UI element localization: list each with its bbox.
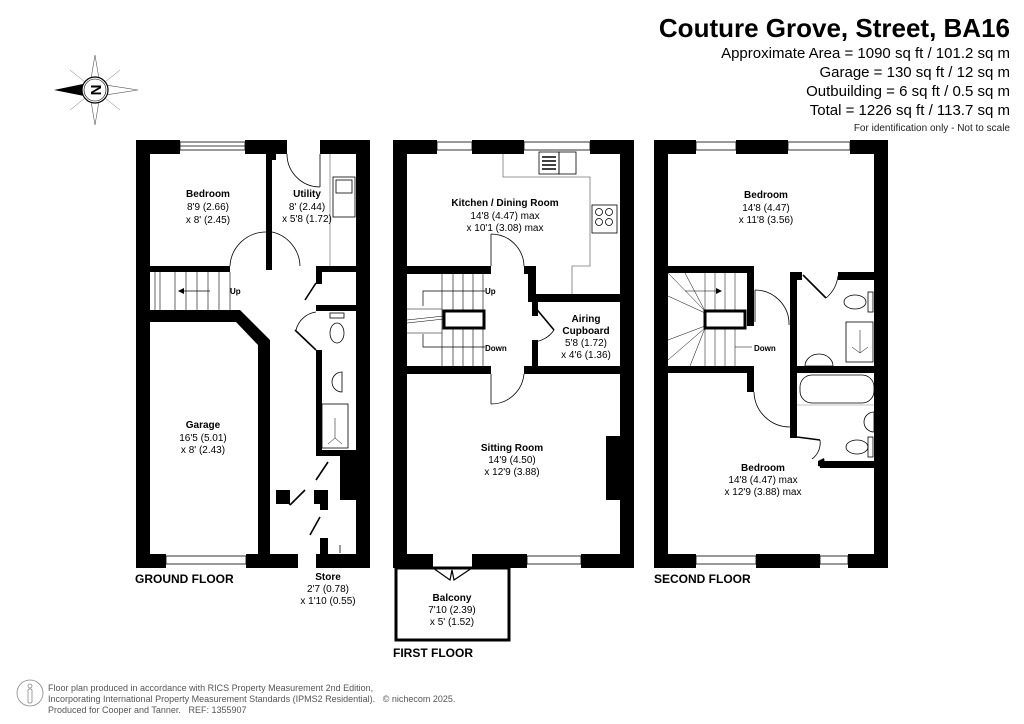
ground-bedroom-dim1: 8'9 (2.66) [187,202,229,213]
garage-dim2: x 8' (2.43) [181,445,225,456]
kitchen-dim1: 14'8 (4.47) max [470,211,539,222]
footer-line-2: Incorporating International Property Mea… [48,694,455,705]
second-bedroom1-dim2: x 11'8 (3.56) [739,215,794,226]
kitchen-dim2: x 10'1 (3.08) max [467,223,544,234]
balcony-dim1: 7'10 (2.39) [428,605,476,616]
sitting-room-name: Sitting Room [481,443,543,454]
garage-dim1: 16'5 (5.01) [179,433,227,444]
ground-floor-label: GROUND FLOOR [135,572,234,586]
utility-dim1: 8' (2.44) [289,202,325,213]
airing-dim1: 5'8 (1.72) [565,338,607,349]
compass-letter: N [88,85,105,96]
second-floor-label: SECOND FLOOR [654,572,751,586]
footer-line-1: Floor plan produced in accordance with R… [48,683,374,693]
ground-floor-fixtures [154,141,356,565]
produced-for: Produced for Cooper and Tanner. [48,705,181,715]
sitting-room-dim2: x 12'9 (3.88) [484,467,539,478]
second-floor-fixtures [667,141,875,565]
airing-name-1: Airing [572,314,601,325]
second-bedroom2-dim1: 14'8 (4.47) max [728,475,797,486]
reference-number: REF: 1355907 [188,705,247,715]
store-dim1: 2'7 (0.78) [307,584,349,595]
total-area: Total = 1226 sq ft / 113.7 sq m [809,102,1010,119]
utility-name: Utility [293,189,321,200]
first-floor-plan [393,140,634,568]
person-measurement-icon [16,679,44,707]
store-name: Store [315,572,341,583]
second-floor-plan [654,140,888,568]
second-bedroom2-dim2: x 12'9 (3.88) max [725,487,802,498]
garage-area: Garage = 130 sq ft / 12 sq m [819,64,1010,81]
plan-header: Couture Grove, Street, BA16 Approximate … [659,12,1010,138]
first-floor-fixtures [394,141,618,642]
second-stairs-down-label: Down [754,344,776,353]
airing-name-2: Cupboard [562,326,609,337]
sitting-room-dim1: 14'9 (4.50) [488,455,536,466]
approximate-area: Approximate Area = 1090 sq ft / 101.2 sq… [721,45,1010,62]
second-bedroom1-name: Bedroom [744,190,788,201]
second-bedroom2-name: Bedroom [741,463,785,474]
plan-footer: Floor plan produced in accordance with R… [48,683,455,716]
first-stairs-up-label: Up [485,287,496,296]
balcony-dim2: x 5' (1.52) [430,617,474,628]
copyright: © nichecom 2025. [382,694,456,704]
kitchen-name: Kitchen / Dining Room [451,198,558,209]
ground-floor-plan [136,140,370,568]
ground-bedroom-name: Bedroom [186,189,230,200]
footer-standards: Incorporating International Property Mea… [48,694,376,704]
ground-stairs-up-label: Up [230,287,241,296]
outbuilding-area: Outbuilding = 6 sq ft / 0.5 sq m [806,83,1010,100]
garage-name: Garage [186,420,221,431]
airing-dim2: x 4'6 (1.36) [561,350,611,361]
property-title: Couture Grove, Street, BA16 [658,13,1010,43]
second-bedroom1-dim1: 14'8 (4.47) [742,203,790,214]
scale-disclaimer: For identification only - Not to scale [853,123,1010,134]
store-dim2: x 1'10 (0.55) [300,596,355,607]
footer-line-3: Produced for Cooper and Tanner. REF: 135… [48,705,455,716]
utility-dim2: x 5'8 (1.72) [282,214,332,225]
ground-bedroom-dim2: x 8' (2.45) [186,215,230,226]
first-floor-label: FIRST FLOOR [393,646,473,660]
balcony-name: Balcony [433,593,472,604]
compass-north-arrow-icon: N [54,54,139,126]
first-stairs-down-label: Down [485,344,507,353]
